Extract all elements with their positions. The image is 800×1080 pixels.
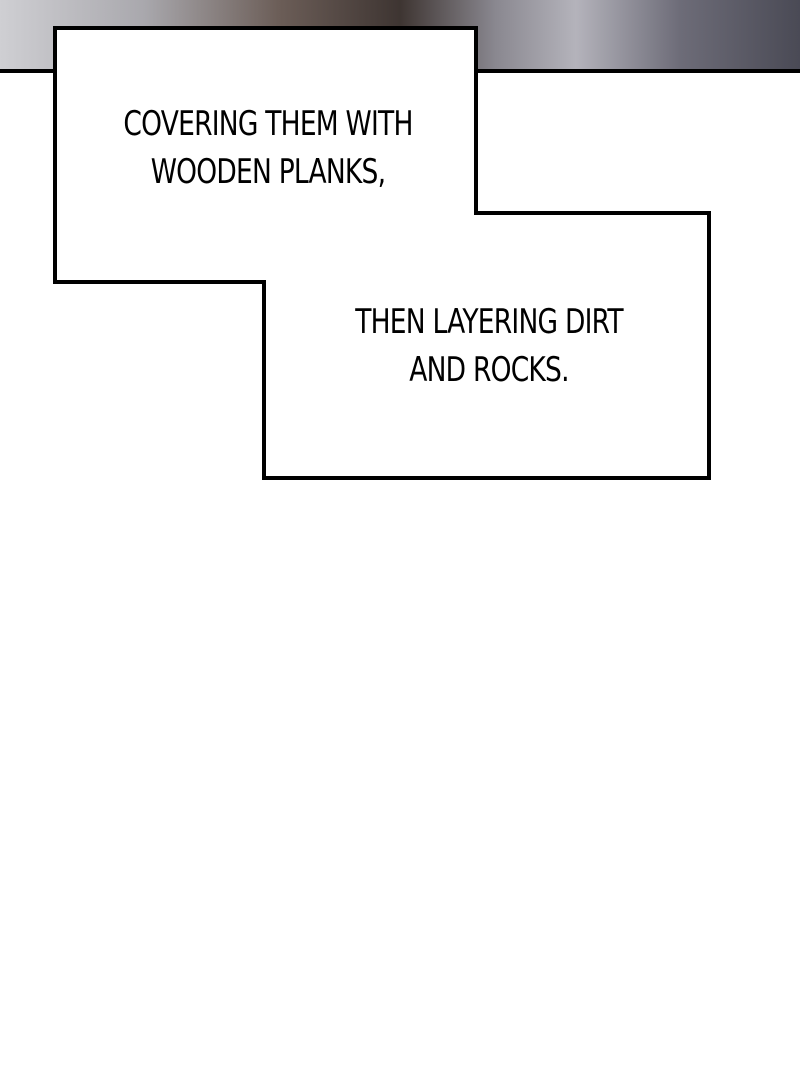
caption-text-2: THEN LAYERING DIRT AND ROCKS. [318, 298, 660, 394]
caption-text-1: COVERING THEM WITH WOODEN PLANKS, [106, 100, 430, 196]
caption-line: WOODEN PLANKS, [150, 152, 386, 192]
caption-line: COVERING THEM WITH [123, 104, 413, 144]
caption-line: THEN LAYERING DIRT [355, 302, 623, 342]
caption-box [53, 26, 711, 480]
caption-line: AND ROCKS. [409, 350, 569, 390]
